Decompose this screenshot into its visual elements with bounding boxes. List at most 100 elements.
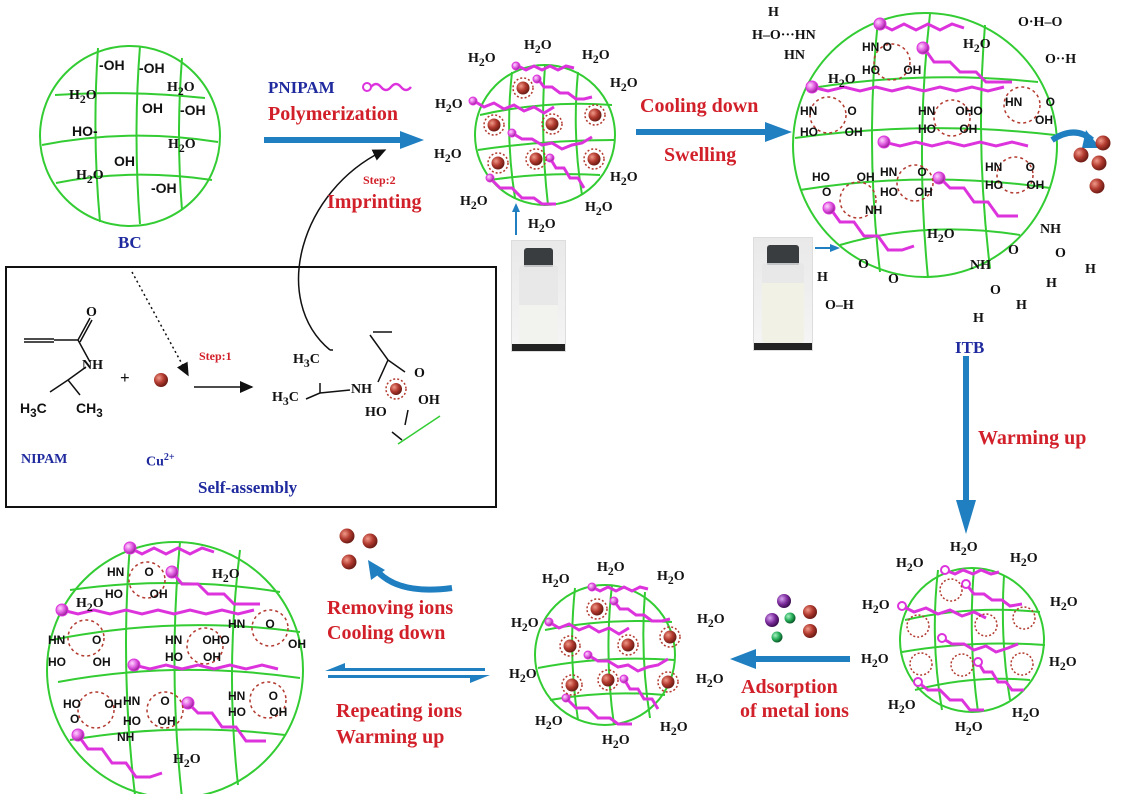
itb-group: HO OH [985,178,1045,192]
itb-group: NH [865,203,883,217]
itb-water: H2O [963,37,991,55]
regen-group: HN O [228,617,275,631]
polymerization-label: Polymerization [268,103,398,125]
complex-structure [305,331,409,441]
water-label: H2O [597,560,625,578]
itb-water-bond: O·H‒O [1018,15,1063,30]
water-label: H2O [1010,551,1038,569]
plus-sign: + [120,368,130,387]
water-label: H2O [1050,595,1078,613]
shrunk-empty-sphere [897,565,1046,713]
bc-group: -OH [180,102,206,118]
bc-water: H2O [76,168,104,186]
swelling-label: Swelling [664,144,737,166]
water-label: H2O [610,76,638,94]
water-label: H2O [696,672,724,690]
regen-group: HO OH [123,714,176,728]
itb-group: HN O [880,165,927,179]
nipam-nh: NH [82,358,103,373]
bc-label: BC [118,233,142,252]
water-label: H2O [861,652,889,670]
complex-ho: HO [365,405,387,420]
cooling-down-2-label: Cooling down [327,622,446,644]
water-label: H2O [509,667,537,685]
regen-group: HN O [107,565,154,579]
step1-label: Step:1 [199,349,232,363]
complex-ch3-bottom: H3C [272,390,299,408]
complex-ch3-top: H3C [293,352,320,370]
regen-group: HO OH [105,587,168,601]
warming-up-2-label: Warming up [336,726,445,748]
water-label: H2O [697,612,725,630]
itb-group: HO OH [862,63,922,77]
vial-photo-itb [753,237,813,351]
water-label: H2O [435,97,463,115]
cu-ion-label: Cu2+ [146,452,175,471]
water-label: H2O [468,51,496,69]
regen-water: H2O [212,567,240,585]
itb-group: HN O [800,104,857,118]
bc-sphere [39,45,221,227]
itb-h: H [1016,298,1027,313]
water-label: H2O [602,733,630,751]
itb-hn: HN [784,48,805,63]
itb-group: HO OH [918,122,978,136]
regen-group: HO OH [48,655,111,669]
itb-group: HN O [862,40,892,54]
itb-group: HN O [1005,95,1056,109]
itb-group: O [822,185,832,199]
complex-oh: OH [418,393,440,408]
itb-group: HO OH [812,170,875,184]
nipam-label: NIPAM [21,452,68,467]
nipam-o: O [86,305,97,320]
regen-group: HO OH [165,650,222,664]
step2-label: Step:2 [363,173,396,187]
bc-group: -OH [99,57,125,73]
bc-group: -OH [151,180,177,196]
regen-group: HN O [123,694,170,708]
water-label: H2O [535,714,563,732]
bc-dotted-arrow [131,271,189,377]
bc-group: OH [142,100,163,116]
regen-water: H2O [76,596,104,614]
cu-ion-icon [154,373,168,387]
nipam-structure [24,317,93,396]
water-label: H2O [1049,655,1077,673]
water-label: H2O [1012,706,1040,724]
itb-oh: O‒H [825,298,854,313]
warming-up-label: Warming up [978,427,1087,449]
water-label: H2O [888,698,916,716]
water-label: H2O [896,556,924,574]
nipam-ch3-right: CH3 [76,400,103,420]
itb-group: HO OH [880,185,933,199]
itb-h: H [1046,276,1057,291]
regen-group: OH [288,637,306,651]
itb-nh: NH [970,258,991,273]
bc-group: HO- [72,123,98,139]
pnipam-chain-legend-icon [362,82,412,92]
repeating-ions-label: Repeating ions [336,700,463,722]
water-label: H2O [542,572,570,590]
regen-group: HN O [48,633,102,647]
imprinted-sphere [468,61,616,206]
water-label: H2O [524,38,552,56]
bc-water: H2O [69,88,97,106]
itb-o: O [1008,243,1019,258]
regen-group: HN OHO [165,633,230,647]
regen-water: H2O [173,752,201,770]
water-label: H2O [862,598,890,616]
water-label: H2O [955,720,983,738]
cooling-down-label: Cooling down [640,95,759,117]
itb-group: HN O [985,160,1036,174]
nipam-ch3-left: H3C [20,400,47,420]
water-label: H2O [460,194,488,212]
removing-ions-label: Removing ions [327,597,454,619]
removed-ions-icon [339,528,378,570]
itb-o: O [888,272,899,287]
water-label: H2O [950,540,978,558]
water-label: H2O [434,147,462,165]
itb-label: ITB [955,338,985,357]
pnipam-label: PNIPAM [268,78,335,97]
reversible-arrows [325,663,490,683]
regen-group: NH [117,730,135,744]
